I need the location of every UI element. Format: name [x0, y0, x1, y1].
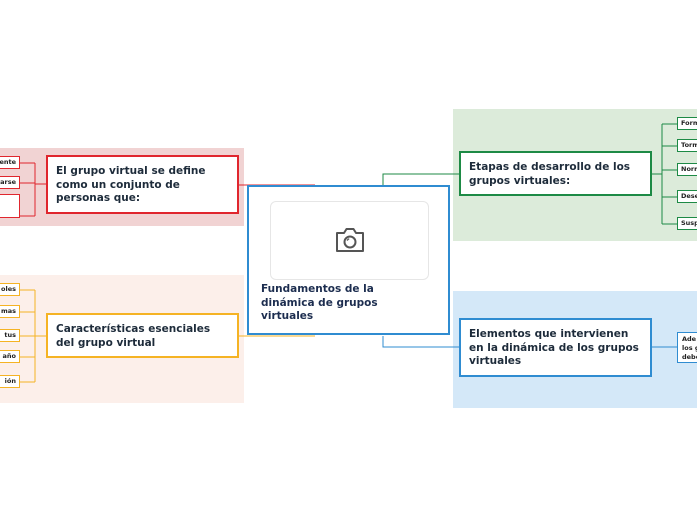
stages-leaf[interactable]: Susp	[677, 217, 697, 230]
characteristics-leaf[interactable]: oles	[0, 283, 20, 296]
definition-leaf[interactable]	[0, 194, 20, 218]
elements-leaf[interactable]: Ade los g debe	[677, 332, 697, 363]
characteristics-leaf[interactable]: tus	[0, 329, 20, 342]
stages-leaf[interactable]: Norm	[677, 163, 697, 176]
connector-definition-leaves	[20, 162, 46, 217]
characteristics-leaf[interactable]: año	[0, 350, 20, 363]
image-placeholder[interactable]	[270, 201, 429, 280]
characteristics-topic[interactable]: Características esenciales del grupo vir…	[46, 313, 239, 358]
connector-elements	[382, 336, 459, 348]
connector-characteristics-leaves	[20, 289, 46, 383]
stages-leaf[interactable]: Torm	[677, 139, 697, 152]
camera-icon	[336, 228, 364, 252]
characteristics-leaf[interactable]: mas	[0, 305, 20, 318]
definition-topic[interactable]: El grupo virtual se define como un conju…	[46, 155, 239, 214]
stages-topic[interactable]: Etapas de desarrollo de los grupos virtu…	[459, 151, 652, 196]
characteristics-leaf[interactable]: ión	[0, 375, 20, 388]
central-topic[interactable]: Fundamentos de la dinámica de grupos vir…	[247, 185, 450, 335]
connector-stages-leaves	[651, 123, 677, 225]
connector-stages	[382, 173, 459, 185]
definition-leaf[interactable]: ente	[0, 156, 20, 169]
central-topic-title: Fundamentos de la dinámica de grupos vir…	[261, 283, 378, 322]
elements-topic[interactable]: Elementos que intervienen en la dinámica…	[459, 318, 652, 377]
stages-leaf[interactable]: Dese	[677, 190, 697, 203]
definition-leaf[interactable]: arse	[0, 176, 20, 189]
stages-leaf[interactable]: Form	[677, 117, 697, 130]
